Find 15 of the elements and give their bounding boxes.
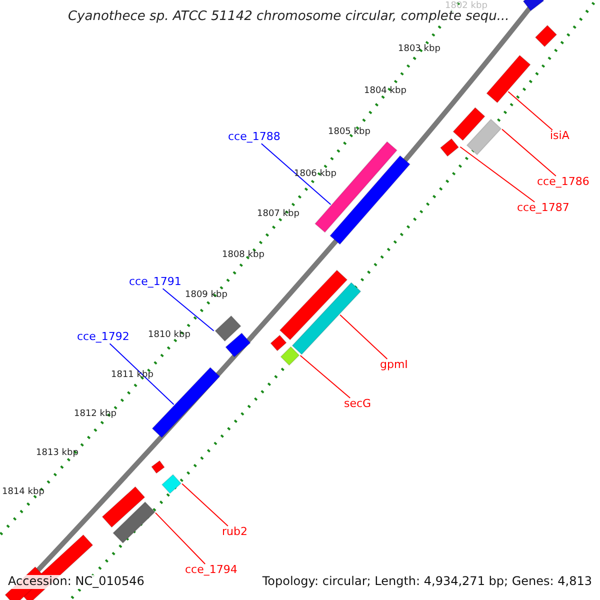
tick-label: 1802 kbp [445,1,488,11]
tick-label: 1803 kbp [398,44,440,54]
tick-label: 1806 kbp [294,169,336,180]
tick-label: 1808 kbp [222,250,264,260]
tick-label: 1805 kbp [328,127,370,138]
footer-text: Accession: NC_010546 [8,575,144,589]
tick-label: 1813 kbp [36,448,78,458]
footer-text: Topology: circular; Length: 4,934,271 bp; Genes: 4,813 [262,575,592,589]
tick-label: 1807 kbp [257,209,300,220]
tick-label: 1814 kbp [2,487,44,498]
tick-label: 1810 kbp [148,330,190,340]
tick-label: 1804 kbp [364,86,406,96]
tick-label: 1812 kbp [74,409,116,420]
tick-label: 1809 kbp [185,290,228,300]
title: Cyanothece sp. ATCC 51142 chromosome circular, complete sequ... [68,10,510,25]
